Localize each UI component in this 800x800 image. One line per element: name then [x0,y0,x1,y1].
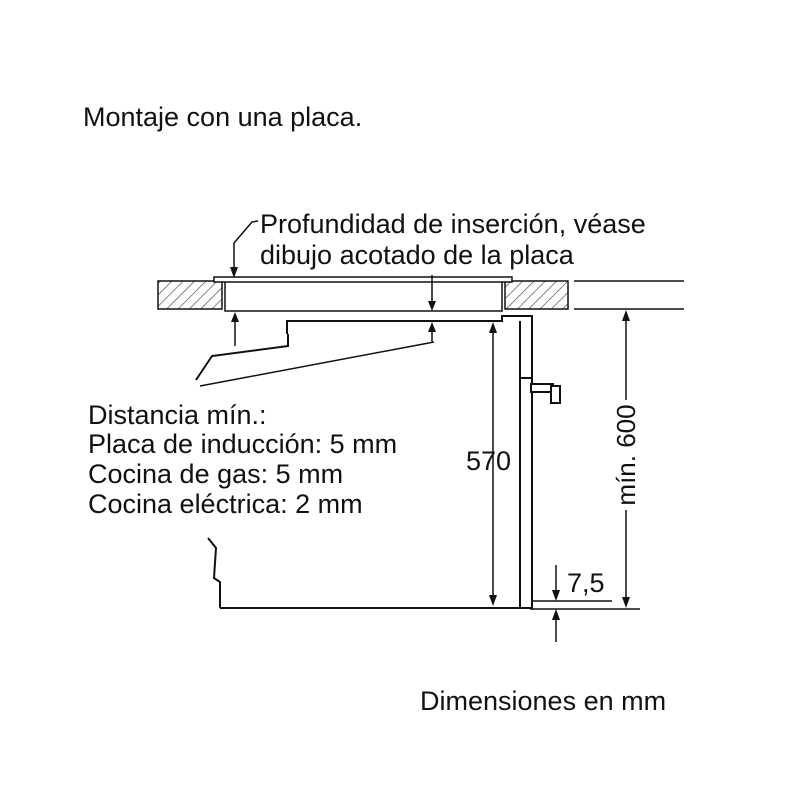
hob-plate [213,276,513,312]
dimension-7-5-line [532,565,612,642]
oven-body [195,315,561,609]
dimension-570-line [489,322,497,606]
min-distance-heading: Distancia mín.: [88,400,267,430]
insertion-depth-note-line1: Profundidad de inserción, véase [260,209,646,239]
dimension-570-label: 570 [466,446,512,476]
dimension-600-label: mín. 600 [611,404,641,505]
insertion-depth-leader [230,220,259,278]
countertop [157,280,684,310]
min-distance-electric: Cocina eléctrica: 2 mm [88,489,363,519]
insertion-depth-note-line2: dibujo acotado de la placa [260,240,574,270]
title: Montaje con una placa. [83,102,363,132]
min-distance-induction: Placa de inducción: 5 mm [88,429,398,459]
units-note: Dimensiones en mm [420,686,667,716]
dimension-600-line [530,310,640,610]
min-distance-arrows [199,275,436,387]
dimension-7-5-label: 7,5 [567,568,605,598]
min-distance-gas: Cocina de gas: 5 mm [88,459,344,489]
